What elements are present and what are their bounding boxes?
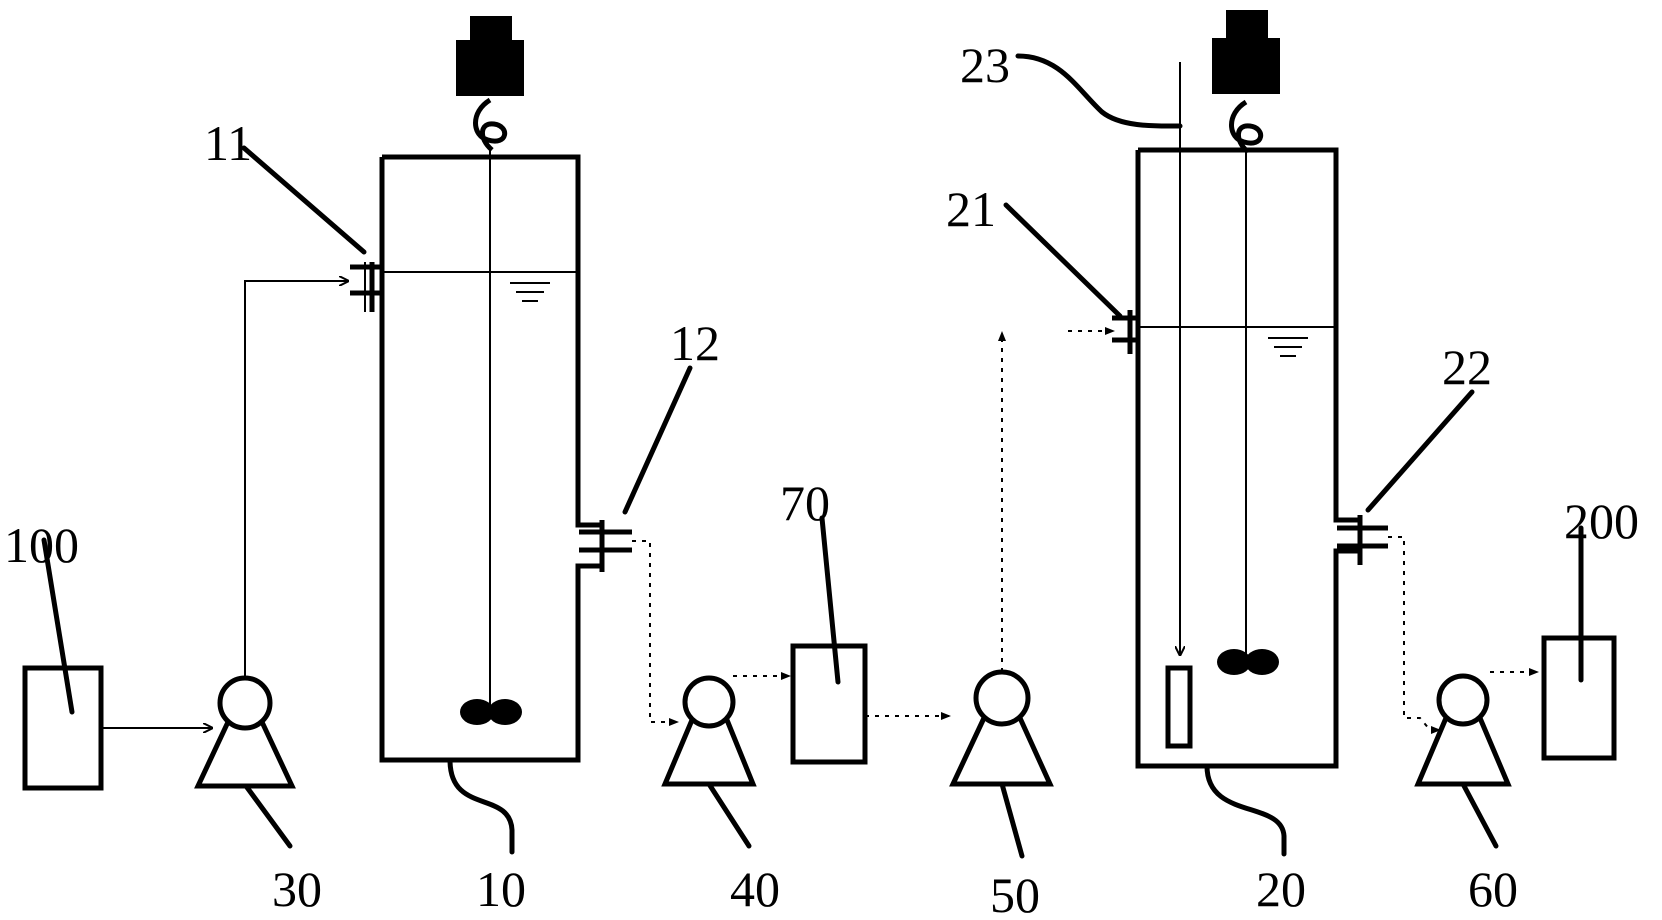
flow-line-30-to-11	[244, 281, 348, 678]
pump-40	[661, 675, 757, 849]
label-reactor-20: 20	[1256, 861, 1306, 917]
product-tank-200	[1541, 525, 1617, 761]
label-reactor-10: 10	[476, 861, 526, 917]
label-inlet-11: 11	[204, 115, 252, 171]
label-probe-23: 23	[960, 37, 1010, 93]
influent-tank	[22, 537, 104, 791]
label-pump-40: 40	[730, 861, 780, 917]
label-buffer-tank-70: 70	[780, 475, 830, 531]
flow-line-22-to-60	[1388, 536, 1441, 734]
label-pump-30: 30	[272, 861, 322, 917]
reactor-20	[1112, 10, 1388, 857]
label-product-tank-200: 200	[1564, 493, 1639, 549]
buffer-tank-70	[790, 515, 868, 765]
leader-outlet-12	[622, 365, 693, 515]
leader-inlet-11	[241, 145, 367, 255]
pump-60	[1414, 673, 1512, 849]
pump-30	[194, 675, 296, 849]
pump-50	[949, 669, 1054, 859]
label-inlet-21: 21	[946, 181, 996, 237]
label-influent-tank: 100	[4, 517, 79, 573]
label-outlet-22: 22	[1442, 339, 1492, 395]
leader-probe-23	[1015, 53, 1183, 129]
reactor-10	[350, 16, 632, 855]
leader-outlet-22	[1365, 389, 1475, 513]
label-pump-60: 60	[1468, 861, 1518, 917]
flow-line-12-to-40	[632, 540, 679, 726]
label-pump-50: 50	[990, 867, 1040, 920]
leader-inlet-21	[1003, 202, 1123, 319]
label-outlet-12: 12	[670, 315, 720, 371]
